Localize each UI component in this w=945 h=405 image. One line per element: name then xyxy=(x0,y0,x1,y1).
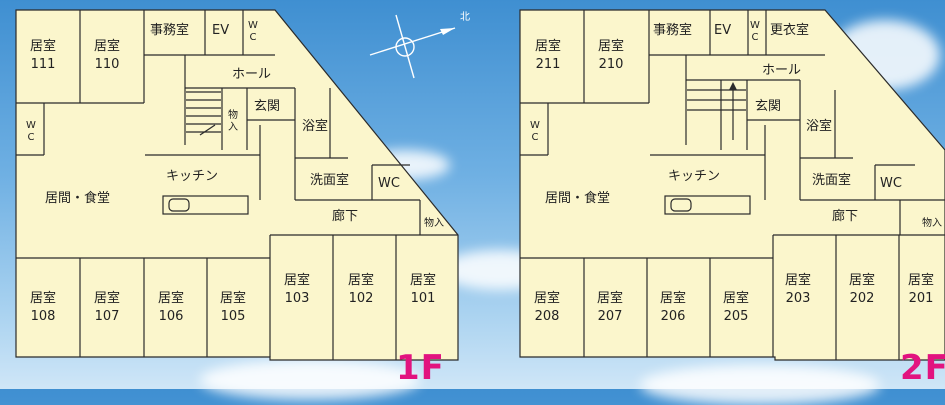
room-label: WC xyxy=(378,176,400,191)
north-label: 北 xyxy=(460,12,470,24)
bath: 浴室 xyxy=(302,118,328,136)
room-label: 廊下 xyxy=(832,209,859,224)
room-label: 玄関 xyxy=(755,99,782,114)
room-label: 玄関 xyxy=(254,99,281,114)
office: 事務室 xyxy=(150,22,189,40)
room-label: 物入 xyxy=(424,218,444,229)
storage-1: 物入 xyxy=(228,110,238,134)
elevator: EV xyxy=(212,22,229,40)
room-label: 更衣室 xyxy=(770,23,810,38)
bath-2: 浴室 xyxy=(806,118,832,136)
corridor: 廊下 xyxy=(332,208,358,226)
room-label: EV xyxy=(212,23,230,38)
wash-room: 洗面室 xyxy=(310,172,349,190)
room-label: EV xyxy=(714,23,732,38)
room-label: WC xyxy=(880,176,902,191)
entrance: 玄関 xyxy=(254,98,280,116)
living-dining-2: 居間・食堂 xyxy=(545,190,610,208)
floor-1-tag: 1F xyxy=(396,348,445,388)
room-label: キッチン xyxy=(166,169,219,184)
kitchen: キッチン xyxy=(166,168,218,186)
elevator-2: EV xyxy=(714,22,731,40)
entrance-2: 玄関 xyxy=(755,98,781,116)
room-label: 居間・食堂 xyxy=(45,191,111,206)
changing-room: 更衣室 xyxy=(770,22,809,40)
corridor-2: 廊下 xyxy=(832,208,858,226)
floor1-plan xyxy=(15,9,459,361)
living-dining: 居間・食堂 xyxy=(45,190,110,208)
room-label: 事務室 xyxy=(653,23,693,38)
wc-right: WC xyxy=(378,175,400,193)
room-label: ホール xyxy=(762,63,802,78)
kitchen-2: キッチン xyxy=(668,168,720,186)
wash-room-2: 洗面室 xyxy=(812,172,851,190)
room-label: 洗面室 xyxy=(812,173,852,188)
hall-2: ホール xyxy=(762,62,801,80)
room-label: 物入 xyxy=(228,110,238,133)
room-label: キッチン xyxy=(668,169,721,184)
room-label: 物入 xyxy=(922,218,942,229)
room-label: 浴室 xyxy=(302,119,329,134)
room-label: 居間・食堂 xyxy=(545,191,611,206)
hall: ホール xyxy=(232,66,271,84)
room-label: 廊下 xyxy=(332,209,359,224)
room-label: 事務室 xyxy=(150,23,190,38)
floor-2-tag: 2F xyxy=(900,348,945,388)
floor2-plan xyxy=(519,9,945,361)
room-label: 浴室 xyxy=(806,119,833,134)
room-label: 洗面室 xyxy=(310,173,350,188)
wc-right-2: WC xyxy=(880,175,902,193)
storage-2: 物入 xyxy=(424,218,444,230)
storage-2f: 物入 xyxy=(922,218,942,230)
north-text: 北 xyxy=(460,12,470,23)
office-2: 事務室 xyxy=(653,22,692,40)
room-label: ホール xyxy=(232,67,272,82)
